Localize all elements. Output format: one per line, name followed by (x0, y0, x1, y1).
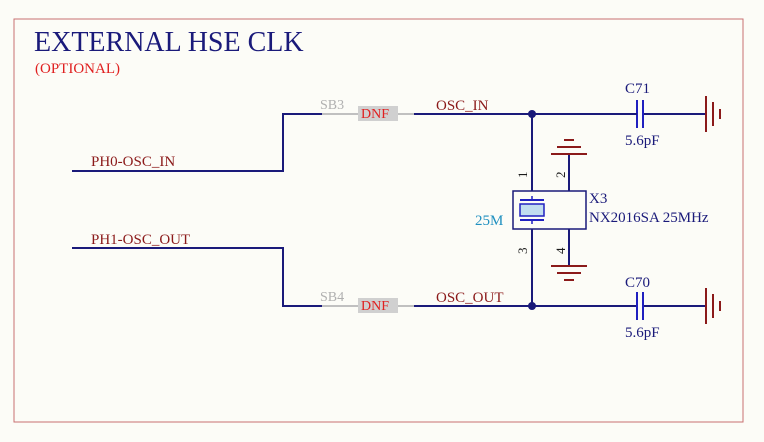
sb3-value: DNF (361, 107, 389, 122)
sheet-title: EXTERNAL HSE CLK (34, 27, 304, 58)
ground-icon (551, 265, 587, 281)
crystal-value: NX2016SA 25MHz (589, 210, 709, 226)
net-label-osc-in: OSC_IN (436, 98, 489, 114)
sb3-ref: SB3 (320, 98, 344, 113)
wire-ph0 (72, 113, 322, 172)
solder-bridge-sb3[interactable]: SB3 DNF (320, 98, 414, 122)
ground-icon (705, 96, 721, 132)
pin-number: 3 (515, 248, 530, 255)
net-label-osc-out: OSC_OUT (436, 290, 504, 306)
ground-icon (551, 139, 587, 155)
net-label-ph1: PH1-OSC_OUT (91, 232, 190, 248)
c71-ref: C71 (625, 81, 650, 97)
wire-ph1 (72, 247, 322, 307)
crystal-x3[interactable]: X3 NX2016SA 25MHz 25M (475, 190, 709, 230)
ground-icon (705, 288, 721, 324)
net-label-ph0: PH0-OSC_IN (91, 154, 175, 170)
wires (72, 113, 706, 307)
pin-number: 2 (553, 172, 568, 179)
pin-number: 4 (553, 247, 568, 254)
c70-ref: C70 (625, 275, 650, 291)
c71-value: 5.6pF (625, 133, 660, 149)
solder-bridge-sb4[interactable]: SB4 DNF (320, 290, 414, 314)
junction-osc-in (528, 110, 536, 118)
sheet-subtitle: (OPTIONAL) (35, 61, 120, 77)
sb4-value: DNF (361, 299, 389, 314)
sb4-ref: SB4 (320, 290, 344, 305)
c70-value: 5.6pF (625, 325, 660, 341)
crystal-freq: 25M (475, 213, 503, 229)
capacitor-c71[interactable]: C71 5.6pF (608, 81, 660, 149)
sheet-border (13, 18, 744, 423)
capacitor-c70[interactable]: C70 5.6pF (625, 275, 660, 341)
crystal-ref: X3 (589, 191, 607, 207)
pin-number: 1 (515, 172, 530, 179)
junction-osc-out (528, 302, 536, 310)
